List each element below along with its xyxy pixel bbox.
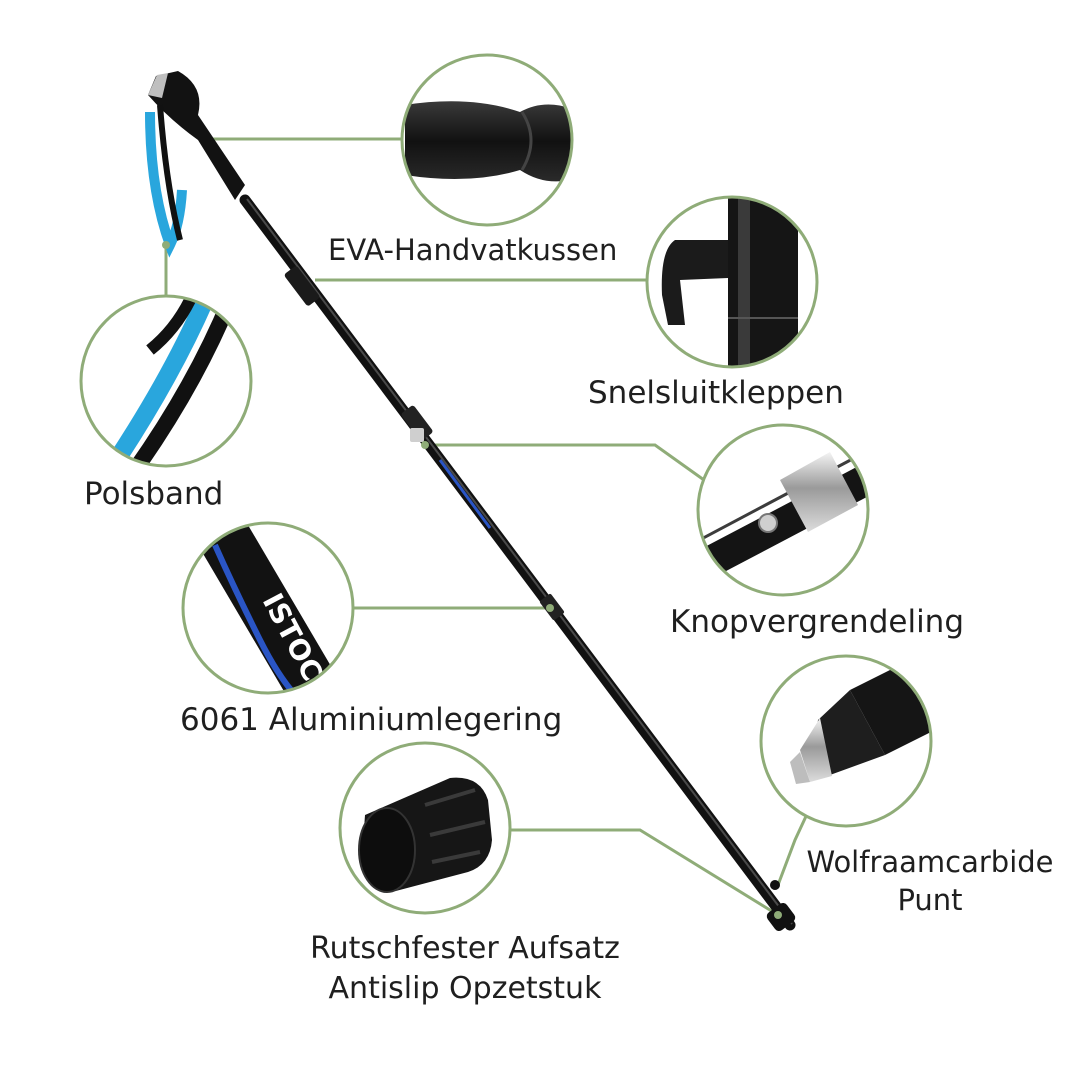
label-rubber-cap-line2: Antislip Opzetstuk [328, 971, 602, 1006]
callout-wrist-strap [79, 294, 253, 468]
label-rubber-cap-line1: Rutschfester Aufsatz [310, 931, 620, 966]
callout-alloy-shaft: ISTOCK [181, 521, 355, 695]
label-tungsten-tip-line1: Wolfraamcarbide [806, 845, 1054, 879]
callout-quick-lock [645, 195, 819, 369]
callout-eva-grip [400, 53, 574, 227]
label-quick-lock: Snelsluitkleppen [588, 375, 844, 411]
label-alloy: 6061 Aluminiumlegering [180, 702, 563, 738]
callout-tungsten-tip [759, 654, 933, 828]
label-wrist-strap: Polsband [84, 476, 224, 512]
callout-connectors [164, 137, 810, 917]
label-rubber-cap: Rutschfester Aufsatz Antislip Opzetstuk [250, 929, 680, 1009]
callout-button-lock [696, 423, 870, 597]
label-button-lock: Knopvergrendeling [670, 604, 965, 640]
callout-rubber-cap [338, 741, 512, 915]
label-eva-grip: EVA-Handvatkussen [328, 233, 618, 267]
trekking-pole [145, 71, 796, 932]
label-tungsten-tip: Wolfraamcarbide Punt [790, 843, 1070, 919]
label-tungsten-tip-line2: Punt [897, 883, 963, 917]
